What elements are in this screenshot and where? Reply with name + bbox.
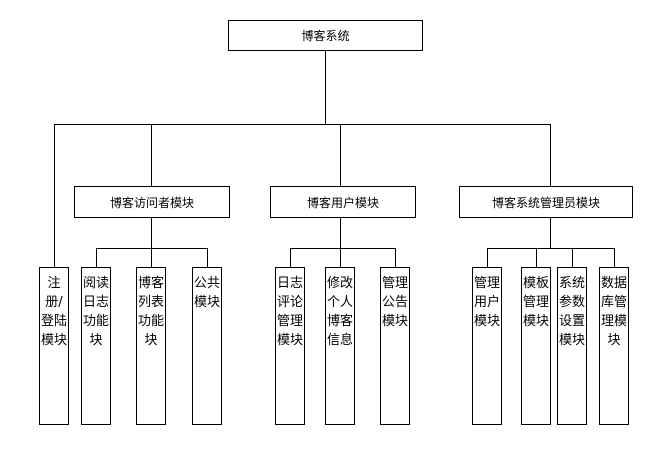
manage-users-label: 管理用户模块 (473, 276, 500, 329)
read-log-label: 阅读日志功能块 (82, 276, 109, 348)
admin-module-label: 博客系统管理员模块 (491, 195, 600, 210)
register-login-label: 注册/登陆模块 (40, 276, 67, 348)
log-comment-node: 日志评论管理模块 (275, 267, 305, 425)
blog-list-label: 博客列表功能块 (137, 276, 164, 348)
visitor-module-node: 博客访问者模块 (74, 186, 230, 218)
edit-blog-info-node: 修改个人博客信息 (325, 267, 355, 425)
visitor-module-label: 博客访问者模块 (109, 195, 194, 210)
template-manage-node: 模板管理模块 (521, 267, 551, 425)
system-params-label: 系统参数设置模块 (558, 276, 585, 348)
user-module-label: 博客用户模块 (306, 195, 379, 210)
public-module-label: 公共模块 (193, 276, 220, 310)
blog-list-node: 博客列表功能块 (136, 267, 166, 425)
read-log-node: 阅读日志功能块 (81, 267, 111, 425)
database-manage-node: 数据库管理模块 (599, 267, 629, 425)
user-module-node: 博客用户模块 (270, 186, 416, 218)
database-manage-label: 数据库管理模块 (600, 276, 627, 348)
log-comment-label: 日志评论管理模块 (276, 276, 303, 348)
announcement-node: 管理公告模块 (380, 267, 410, 425)
edit-blog-info-label: 修改个人博客信息 (326, 276, 353, 348)
public-module-node: 公共模块 (192, 267, 222, 425)
system-params-node: 系统参数设置模块 (557, 267, 587, 425)
root-node: 博客系统 (228, 20, 423, 51)
register-login-node: 注册/登陆模块 (39, 267, 69, 425)
announcement-label: 管理公告模块 (381, 276, 408, 329)
template-manage-label: 模板管理模块 (522, 276, 549, 329)
root-node-label: 博客系统 (301, 29, 350, 43)
manage-users-node: 管理用户模块 (472, 267, 502, 425)
admin-module-node: 博客系统管理员模块 (459, 186, 633, 218)
